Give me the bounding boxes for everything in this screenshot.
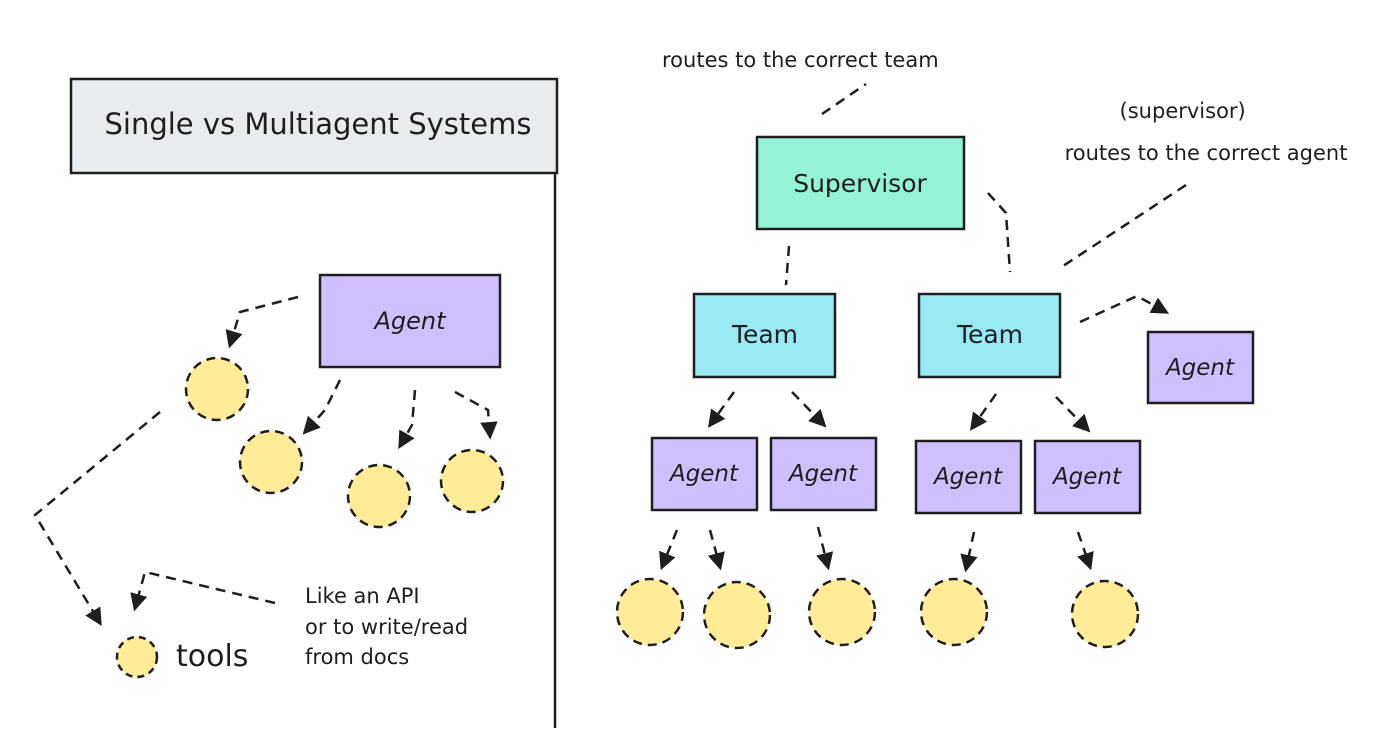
arrow bbox=[1076, 531, 1094, 571]
tool-node bbox=[346, 463, 412, 529]
arrow bbox=[130, 570, 276, 612]
agent-label-1: Agent bbox=[668, 461, 739, 487]
standalone-agent-label: Agent bbox=[1164, 355, 1235, 381]
tool-note-line: or to write/read bbox=[305, 615, 468, 639]
single-agent-node bbox=[318, 273, 502, 369]
tool-node bbox=[1070, 579, 1140, 649]
team-node-1 bbox=[692, 292, 837, 379]
tool-node bbox=[439, 448, 505, 514]
arrow bbox=[707, 391, 736, 428]
arrow bbox=[454, 390, 498, 440]
arrow bbox=[960, 531, 978, 573]
arrow bbox=[791, 391, 827, 428]
agent-node-2 bbox=[769, 436, 878, 512]
tool-note-line: from docs bbox=[305, 645, 409, 669]
team-label-2: Team bbox=[956, 320, 1023, 349]
tool-node bbox=[184, 356, 250, 422]
arrow bbox=[969, 393, 998, 431]
agent-label-2: Agent bbox=[787, 461, 858, 487]
agent-label-4: Agent bbox=[1051, 464, 1122, 490]
standalone-agent-node bbox=[1146, 330, 1255, 405]
tool-note-line: Like an API bbox=[305, 584, 420, 608]
arrow bbox=[816, 526, 834, 571]
team-node-2 bbox=[917, 292, 1062, 379]
supervisor-note: routes to the correct team bbox=[662, 48, 939, 72]
arrow bbox=[302, 379, 342, 435]
team-note-line: routes to the correct agent bbox=[1065, 141, 1348, 165]
arrow bbox=[33, 411, 161, 626]
supervisor-node bbox=[755, 135, 966, 231]
multi-agent-panel: routes to the correct team (supervisor) … bbox=[615, 48, 1348, 650]
team-note-line: (supervisor) bbox=[1120, 99, 1246, 123]
arrow bbox=[1079, 294, 1170, 324]
team-label-1: Team bbox=[731, 320, 798, 349]
title-box bbox=[69, 77, 559, 175]
legend-tool-icon bbox=[115, 635, 159, 679]
tool-node bbox=[615, 577, 685, 647]
agent-node-4 bbox=[1033, 439, 1142, 515]
arrow bbox=[707, 529, 725, 571]
diagram-title: Single vs Multiagent Systems bbox=[105, 107, 532, 141]
connector bbox=[784, 245, 791, 286]
annotation-line bbox=[1059, 183, 1187, 270]
tool-node bbox=[807, 577, 877, 647]
arrow bbox=[659, 529, 679, 571]
tool-node bbox=[238, 429, 304, 495]
single-agent-label: Agent bbox=[372, 307, 447, 335]
supervisor-label: Supervisor bbox=[793, 169, 927, 198]
connector bbox=[987, 192, 1012, 273]
agent-label-3: Agent bbox=[932, 464, 1003, 490]
arrow bbox=[225, 295, 299, 349]
arrow bbox=[398, 389, 417, 450]
arrow bbox=[1055, 396, 1091, 433]
annotation-line bbox=[821, 82, 867, 116]
team-note: (supervisor) routes to the correct agent bbox=[1065, 99, 1348, 165]
single-agent-panel: Single vs Multiagent Systems Agent tools… bbox=[33, 77, 559, 728]
tool-node bbox=[702, 580, 772, 650]
agent-node-3 bbox=[914, 439, 1023, 515]
tool-note: Like an API or to write/read from docs bbox=[305, 584, 475, 669]
tool-node bbox=[919, 577, 989, 647]
agent-node-1 bbox=[650, 436, 759, 512]
legend-tools-label: tools bbox=[176, 639, 248, 674]
